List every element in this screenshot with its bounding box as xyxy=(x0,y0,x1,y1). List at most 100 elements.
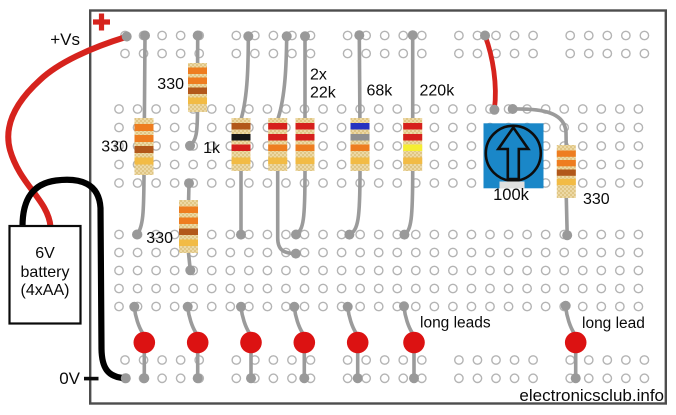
resistor-330-right-band-orange xyxy=(556,150,576,157)
breadboard-hole xyxy=(169,141,180,151)
breadboard-hole xyxy=(373,265,384,276)
breadboard-hole xyxy=(540,229,551,240)
connection-dot xyxy=(192,373,203,384)
breadboard-hole xyxy=(583,48,594,59)
battery-label-line1: 6V xyxy=(35,245,55,262)
breadboard-hole xyxy=(602,355,613,365)
breadboard-hole xyxy=(373,104,384,114)
breadboard-hole xyxy=(287,355,297,365)
breadboard-hole xyxy=(503,247,514,258)
breadboard-hole xyxy=(583,373,594,384)
breadboard-hole xyxy=(355,247,366,258)
connection-dot xyxy=(291,229,301,240)
resistor-68k-lead-top xyxy=(357,33,362,120)
resistor-330-top-label: 330 xyxy=(157,76,184,93)
breadboard-hole xyxy=(620,30,631,41)
breadboard-hole xyxy=(447,247,458,258)
breadboard-hole xyxy=(620,373,631,384)
breadboard-hole xyxy=(268,373,279,384)
negative-rail-label: 0V xyxy=(59,369,80,388)
breadboard-hole xyxy=(206,122,217,133)
resistor-22k-b-band-red xyxy=(295,123,315,130)
breadboard-hole xyxy=(429,178,440,188)
breadboard-hole xyxy=(157,355,168,365)
resistor-330-lower-band-orange xyxy=(179,217,198,224)
breadboard-hole xyxy=(249,48,260,59)
breadboard-hole xyxy=(342,30,353,41)
breadboard-hole xyxy=(336,178,347,188)
connection-dot xyxy=(120,373,131,384)
connection-dot xyxy=(562,230,573,241)
breadboard-hole xyxy=(559,104,570,114)
breadboard-hole xyxy=(392,104,403,114)
breadboard-hole xyxy=(231,355,242,365)
resistor-22k-a-band-red xyxy=(268,134,288,141)
breadboard-hole xyxy=(231,48,242,59)
resistor-330-top-band-orange xyxy=(188,67,207,74)
resistor-330-right-band-orange xyxy=(556,160,576,167)
resistor-68k-band-orange xyxy=(350,144,370,151)
resistor-68k-band-blue xyxy=(350,123,370,130)
breadboard-hole xyxy=(602,48,613,59)
breadboard-hole xyxy=(509,30,520,41)
breadboard-hole xyxy=(466,265,477,276)
breadboard-hole xyxy=(318,265,328,276)
resistor-22k-label-line1: 2x xyxy=(310,67,327,84)
breadboard-hole xyxy=(577,141,588,151)
breadboard-hole xyxy=(522,265,532,276)
breadboard-hole xyxy=(429,247,440,258)
breadboard-hole xyxy=(633,265,644,276)
breadboard-hole xyxy=(453,48,464,59)
connection-dot xyxy=(344,229,355,240)
breadboard-hole xyxy=(398,48,409,59)
breadboard-hole xyxy=(596,229,607,240)
breadboard-hole xyxy=(614,178,625,188)
breadboard-hole xyxy=(540,301,551,312)
trimpot-100k xyxy=(483,123,544,189)
connection-dot xyxy=(507,104,518,114)
breadboard-hole xyxy=(429,265,440,276)
leds xyxy=(132,305,587,380)
breadboard-hole xyxy=(336,247,347,258)
breadboard-hole xyxy=(151,104,162,114)
breadboard-hole xyxy=(114,301,124,312)
breadboard-hole xyxy=(188,159,199,170)
breadboard-hole xyxy=(114,159,124,170)
breadboard-hole xyxy=(262,178,273,188)
breadboard-hole xyxy=(528,373,538,384)
breadboard-hole xyxy=(429,283,440,294)
breadboard-hole xyxy=(614,159,625,170)
breadboard-hole xyxy=(206,178,217,188)
resistor-330-lower xyxy=(179,181,198,273)
breadboard-hole xyxy=(262,301,273,312)
breadboard-hole xyxy=(318,159,328,170)
breadboard-hole xyxy=(577,283,588,294)
breadboard-hole xyxy=(132,265,143,276)
breadboard-hole xyxy=(175,30,186,41)
breadboard-hole xyxy=(225,229,236,240)
red-jumper-wire xyxy=(482,33,498,112)
breadboard-hole xyxy=(206,159,217,170)
breadboard-hole xyxy=(157,373,168,384)
breadboard-hole xyxy=(577,301,588,312)
breadboard-hole xyxy=(336,104,347,114)
breadboard-hole xyxy=(453,30,464,41)
breadboard-hole xyxy=(169,178,180,188)
breadboard-hole xyxy=(305,355,316,365)
breadboard-hole xyxy=(503,229,514,240)
resistor-330-right-lead-top xyxy=(510,107,568,147)
breadboard-hole xyxy=(169,229,180,240)
breadboard-hole xyxy=(577,229,588,240)
breadboard-hole xyxy=(614,229,625,240)
breadboard-hole xyxy=(565,48,576,59)
breadboard-hole xyxy=(299,247,310,258)
breadboard-hole xyxy=(392,159,403,170)
resistor-220k-label: 220k xyxy=(420,83,456,100)
breadboard-hole xyxy=(373,178,384,188)
breadboard-hole xyxy=(243,283,254,294)
breadboard-hole xyxy=(540,265,551,276)
breadboard-hole xyxy=(169,283,180,294)
breadboard-hole xyxy=(114,229,124,240)
breadboard-hole xyxy=(231,30,242,41)
